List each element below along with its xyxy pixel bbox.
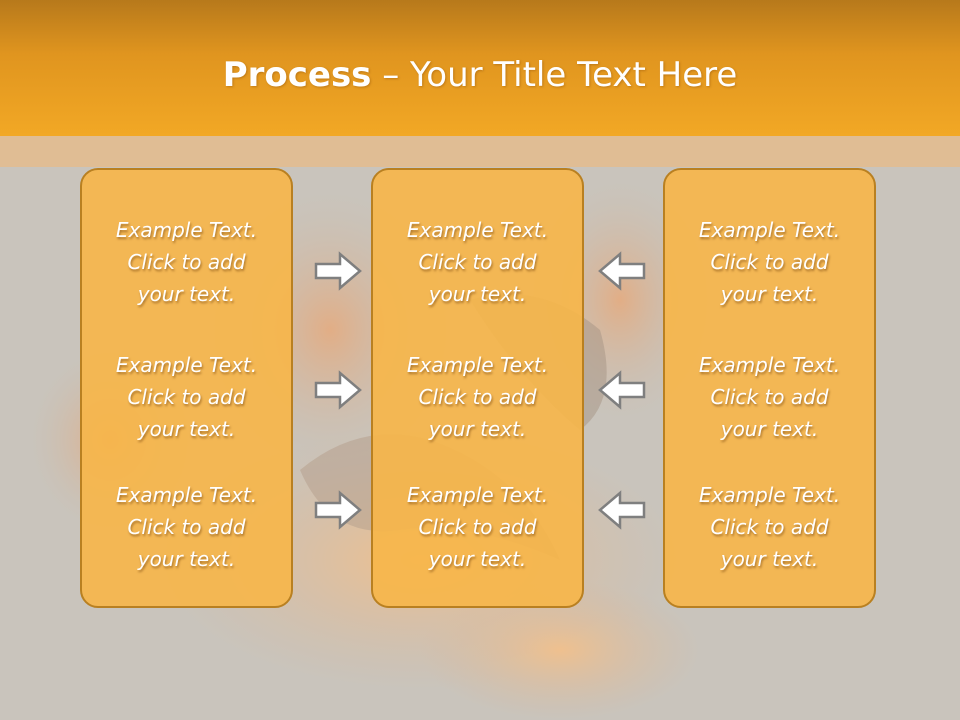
- process-box-center[interactable]: Example Text. Click to add your text. Ex…: [371, 168, 584, 608]
- text-item[interactable]: Example Text. Click to add your text.: [373, 349, 582, 445]
- text-line: your text.: [137, 547, 236, 571]
- arrow-right-icon: [314, 370, 362, 410]
- process-box-left[interactable]: Example Text. Click to add your text. Ex…: [80, 168, 293, 608]
- text-line: Click to add: [127, 250, 246, 274]
- text-line: Example Text.: [406, 353, 549, 377]
- text-line: Example Text.: [406, 218, 549, 242]
- arrow-left-icon: [598, 251, 646, 291]
- text-line: your text.: [720, 282, 819, 306]
- title-underline-band: [0, 136, 960, 167]
- arrow-right-icon: [314, 490, 362, 530]
- arrow-right-icon: [314, 251, 362, 291]
- text-line: Click to add: [710, 250, 829, 274]
- title-bar: [0, 0, 960, 136]
- text-line: your text.: [137, 282, 236, 306]
- text-item[interactable]: Example Text. Click to add your text.: [82, 479, 291, 575]
- text-line: Click to add: [710, 515, 829, 539]
- text-line: Example Text.: [115, 218, 258, 242]
- text-line: Example Text.: [406, 483, 549, 507]
- arrow-left-icon: [598, 490, 646, 530]
- text-line: Click to add: [418, 515, 537, 539]
- text-item[interactable]: Example Text. Click to add your text.: [82, 214, 291, 310]
- text-item[interactable]: Example Text. Click to add your text.: [373, 214, 582, 310]
- text-line: Click to add: [127, 385, 246, 409]
- slide-title[interactable]: Process – Your Title Text Here: [0, 52, 960, 98]
- text-line: Click to add: [418, 385, 537, 409]
- text-item[interactable]: Example Text. Click to add your text.: [373, 479, 582, 575]
- text-line: Click to add: [127, 515, 246, 539]
- text-line: Example Text.: [115, 483, 258, 507]
- text-item[interactable]: Example Text. Click to add your text.: [665, 479, 874, 575]
- text-line: your text.: [720, 547, 819, 571]
- text-line: your text.: [428, 417, 527, 441]
- text-line: your text.: [428, 547, 527, 571]
- text-line: your text.: [720, 417, 819, 441]
- text-line: your text.: [137, 417, 236, 441]
- text-line: Example Text.: [115, 353, 258, 377]
- title-rest-text: – Your Title Text Here: [371, 55, 738, 95]
- text-line: Example Text.: [698, 483, 841, 507]
- text-line: your text.: [428, 282, 527, 306]
- process-box-right[interactable]: Example Text. Click to add your text. Ex…: [663, 168, 876, 608]
- arrow-left-icon: [598, 370, 646, 410]
- text-line: Click to add: [418, 250, 537, 274]
- text-line: Example Text.: [698, 353, 841, 377]
- text-line: Example Text.: [698, 218, 841, 242]
- text-item[interactable]: Example Text. Click to add your text.: [82, 349, 291, 445]
- title-bold-text: Process: [222, 55, 372, 95]
- text-line: Click to add: [710, 385, 829, 409]
- text-item[interactable]: Example Text. Click to add your text.: [665, 214, 874, 310]
- text-item[interactable]: Example Text. Click to add your text.: [665, 349, 874, 445]
